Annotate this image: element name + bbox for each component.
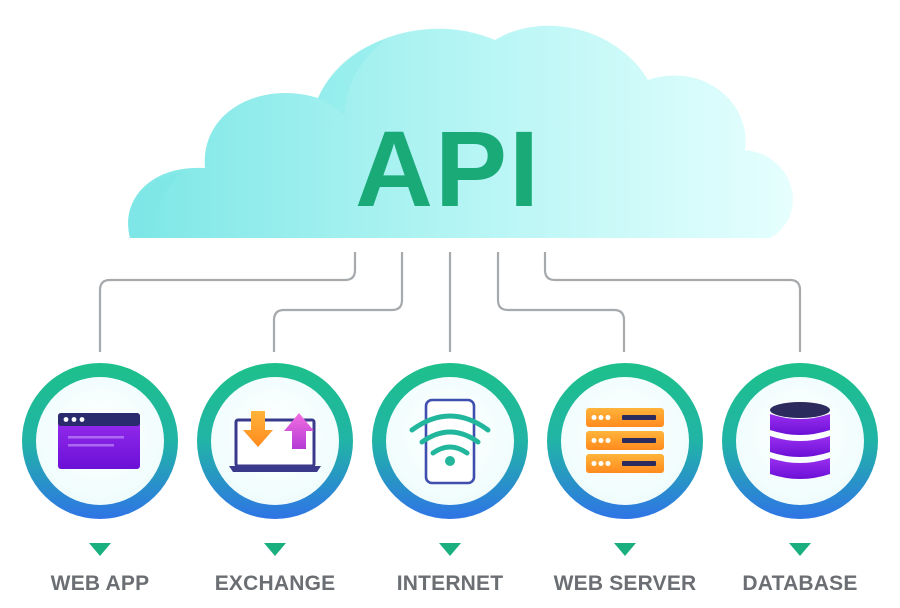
node-label-exchange: EXCHANGE [214,572,336,595]
node-label-database: DATABASE [742,572,858,595]
server-rack-icon [586,408,664,473]
cloud-shade-2 [318,40,385,115]
phone-wifi-icon [409,398,491,485]
laptop-exchange-icon [229,411,321,472]
connectors [98,252,802,352]
cloud-shape [128,25,793,238]
connector-web-app [98,252,357,352]
pointer-database [789,543,811,556]
connector-web-server [496,252,626,352]
cloud: API [128,25,793,238]
database-icon [770,402,830,479]
node-label-internet: INTERNET [396,572,504,595]
pointer-internet [439,543,461,556]
node-label-web-app: WEB APP [50,572,150,595]
cloud-shade [128,172,185,238]
pointer-web-server [614,543,636,556]
connector-database [543,252,802,352]
pointers [89,543,811,556]
connector-exchange [272,252,404,352]
pointer-web-app [89,543,111,556]
node-label-web-server: WEB SERVER [553,572,697,595]
api-title: API [355,108,541,229]
pointer-exchange [264,543,286,556]
browser-window-icon [58,413,140,469]
